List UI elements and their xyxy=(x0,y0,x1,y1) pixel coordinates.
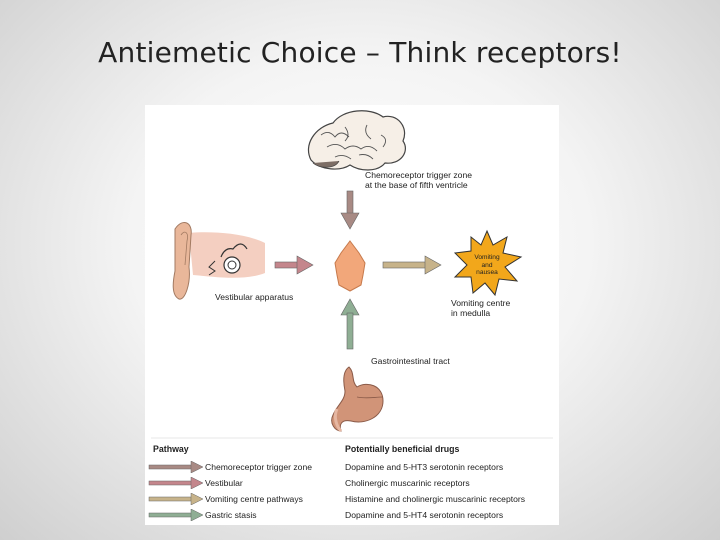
legend-pathway-header: Pathway xyxy=(153,444,189,454)
ctz-arrow xyxy=(340,190,360,230)
slide-title: Antiemetic Choice – Think receptors! xyxy=(98,36,622,69)
ctz-label: Chemoreceptor trigger zone at the base o… xyxy=(365,170,472,190)
legend-arrow-centre xyxy=(148,493,204,505)
vestibular-arrow xyxy=(274,255,314,275)
legend-drugs-vestibular: Cholinergic muscarinic receptors xyxy=(345,478,470,488)
legend-arrow-vestibular xyxy=(148,477,204,489)
brainstem-icon xyxy=(334,240,366,292)
gi-tract-label: Gastrointestinal tract xyxy=(371,356,450,366)
legend-pathway-ctz: Chemoreceptor trigger zone xyxy=(205,462,312,472)
centre-arrow xyxy=(382,255,442,275)
stomach-icon xyxy=(331,366,384,433)
legend-pathway-gastric: Gastric stasis xyxy=(205,510,257,520)
brain-icon xyxy=(307,110,406,171)
legend-pathway-vestibular: Vestibular xyxy=(205,478,243,488)
vestibular-label: Vestibular apparatus xyxy=(215,292,294,302)
vomiting-star-icon xyxy=(453,229,523,297)
pathway-diagram xyxy=(151,110,553,439)
ear-icon xyxy=(172,221,265,300)
legend-pathway-centre: Vomiting centre pathways xyxy=(205,494,303,504)
legend-drugs-header: Potentially beneficial drugs xyxy=(345,444,460,454)
legend-drugs-gastric: Dopamine and 5-HT4 serotonin receptors xyxy=(345,510,504,520)
vomiting-centre-label: Vomiting centre in medulla xyxy=(451,298,511,318)
vomiting-nausea-label: Vomiting and nausea xyxy=(474,254,500,276)
legend-drugs-ctz: Dopamine and 5-HT3 serotonin receptors xyxy=(345,462,504,472)
legend-drugs-centre: Histamine and cholinergic muscarinic rec… xyxy=(345,494,526,504)
legend-arrow-gastric xyxy=(148,509,204,521)
gastric-arrow xyxy=(340,298,360,350)
diagram-panel: Chemoreceptor trigger zone at the base o… xyxy=(145,105,559,525)
legend-arrow-ctz xyxy=(148,461,204,473)
